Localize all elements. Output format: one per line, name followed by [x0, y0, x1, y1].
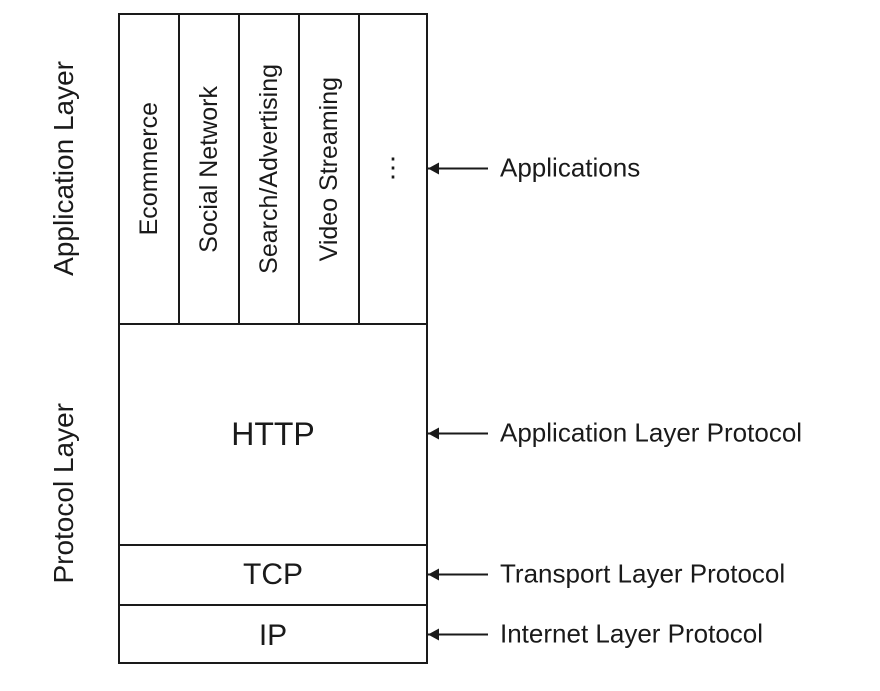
application-layer-protocol-annotation-label: Application Layer Protocol — [500, 417, 803, 448]
protocol-stack-box: Ecommerce Social Network Search/Advertis… — [118, 13, 428, 664]
annotation-applications: Applications — [428, 153, 640, 184]
applications-row: Ecommerce Social Network Search/Advertis… — [120, 15, 426, 325]
left-arrow-icon — [428, 573, 488, 575]
left-arrow-icon — [428, 432, 488, 434]
applications-annotation-label: Applications — [500, 152, 641, 183]
ecommerce-label: Ecommerce — [134, 102, 163, 236]
annotation-internet-layer-protocol: Internet Layer Protocol — [428, 619, 763, 650]
video-streaming-label: Video Streaming — [314, 76, 343, 262]
protocol-layer-label: Protocol Layer — [48, 403, 79, 584]
transport-layer-protocol-annotation-label: Transport Layer Protocol — [500, 558, 786, 589]
app-cell-video-streaming: Video Streaming — [300, 15, 360, 323]
vertical-ellipsis-icon: ⋮ — [380, 152, 406, 182]
app-cell-social-network: Social Network — [180, 15, 240, 323]
annotation-transport-layer-protocol: Transport Layer Protocol — [428, 559, 785, 590]
http-row: HTTP — [120, 325, 426, 546]
internet-layer-protocol-annotation-label: Internet Layer Protocol — [500, 618, 764, 649]
left-arrow-icon — [428, 167, 488, 169]
ip-row: IP — [120, 606, 426, 666]
social-network-label: Social Network — [194, 85, 223, 253]
protocol-layer-side-label: Protocol Layer — [24, 323, 104, 664]
app-cell-more: ⋮ — [360, 15, 426, 323]
tcp-label: TCP — [243, 558, 303, 591]
ip-label: IP — [258, 619, 288, 652]
app-cell-search-advertising: Search/Advertising — [240, 15, 300, 323]
left-arrow-icon — [428, 633, 488, 635]
http-label: HTTP — [231, 416, 315, 452]
tcp-row: TCP — [120, 546, 426, 606]
search-advertising-label: Search/Advertising — [254, 64, 283, 274]
app-cell-ecommerce: Ecommerce — [120, 15, 180, 323]
application-layer-label: Application Layer — [48, 60, 79, 276]
annotation-application-layer-protocol: Application Layer Protocol — [428, 418, 802, 449]
application-layer-side-label: Application Layer — [24, 13, 104, 323]
